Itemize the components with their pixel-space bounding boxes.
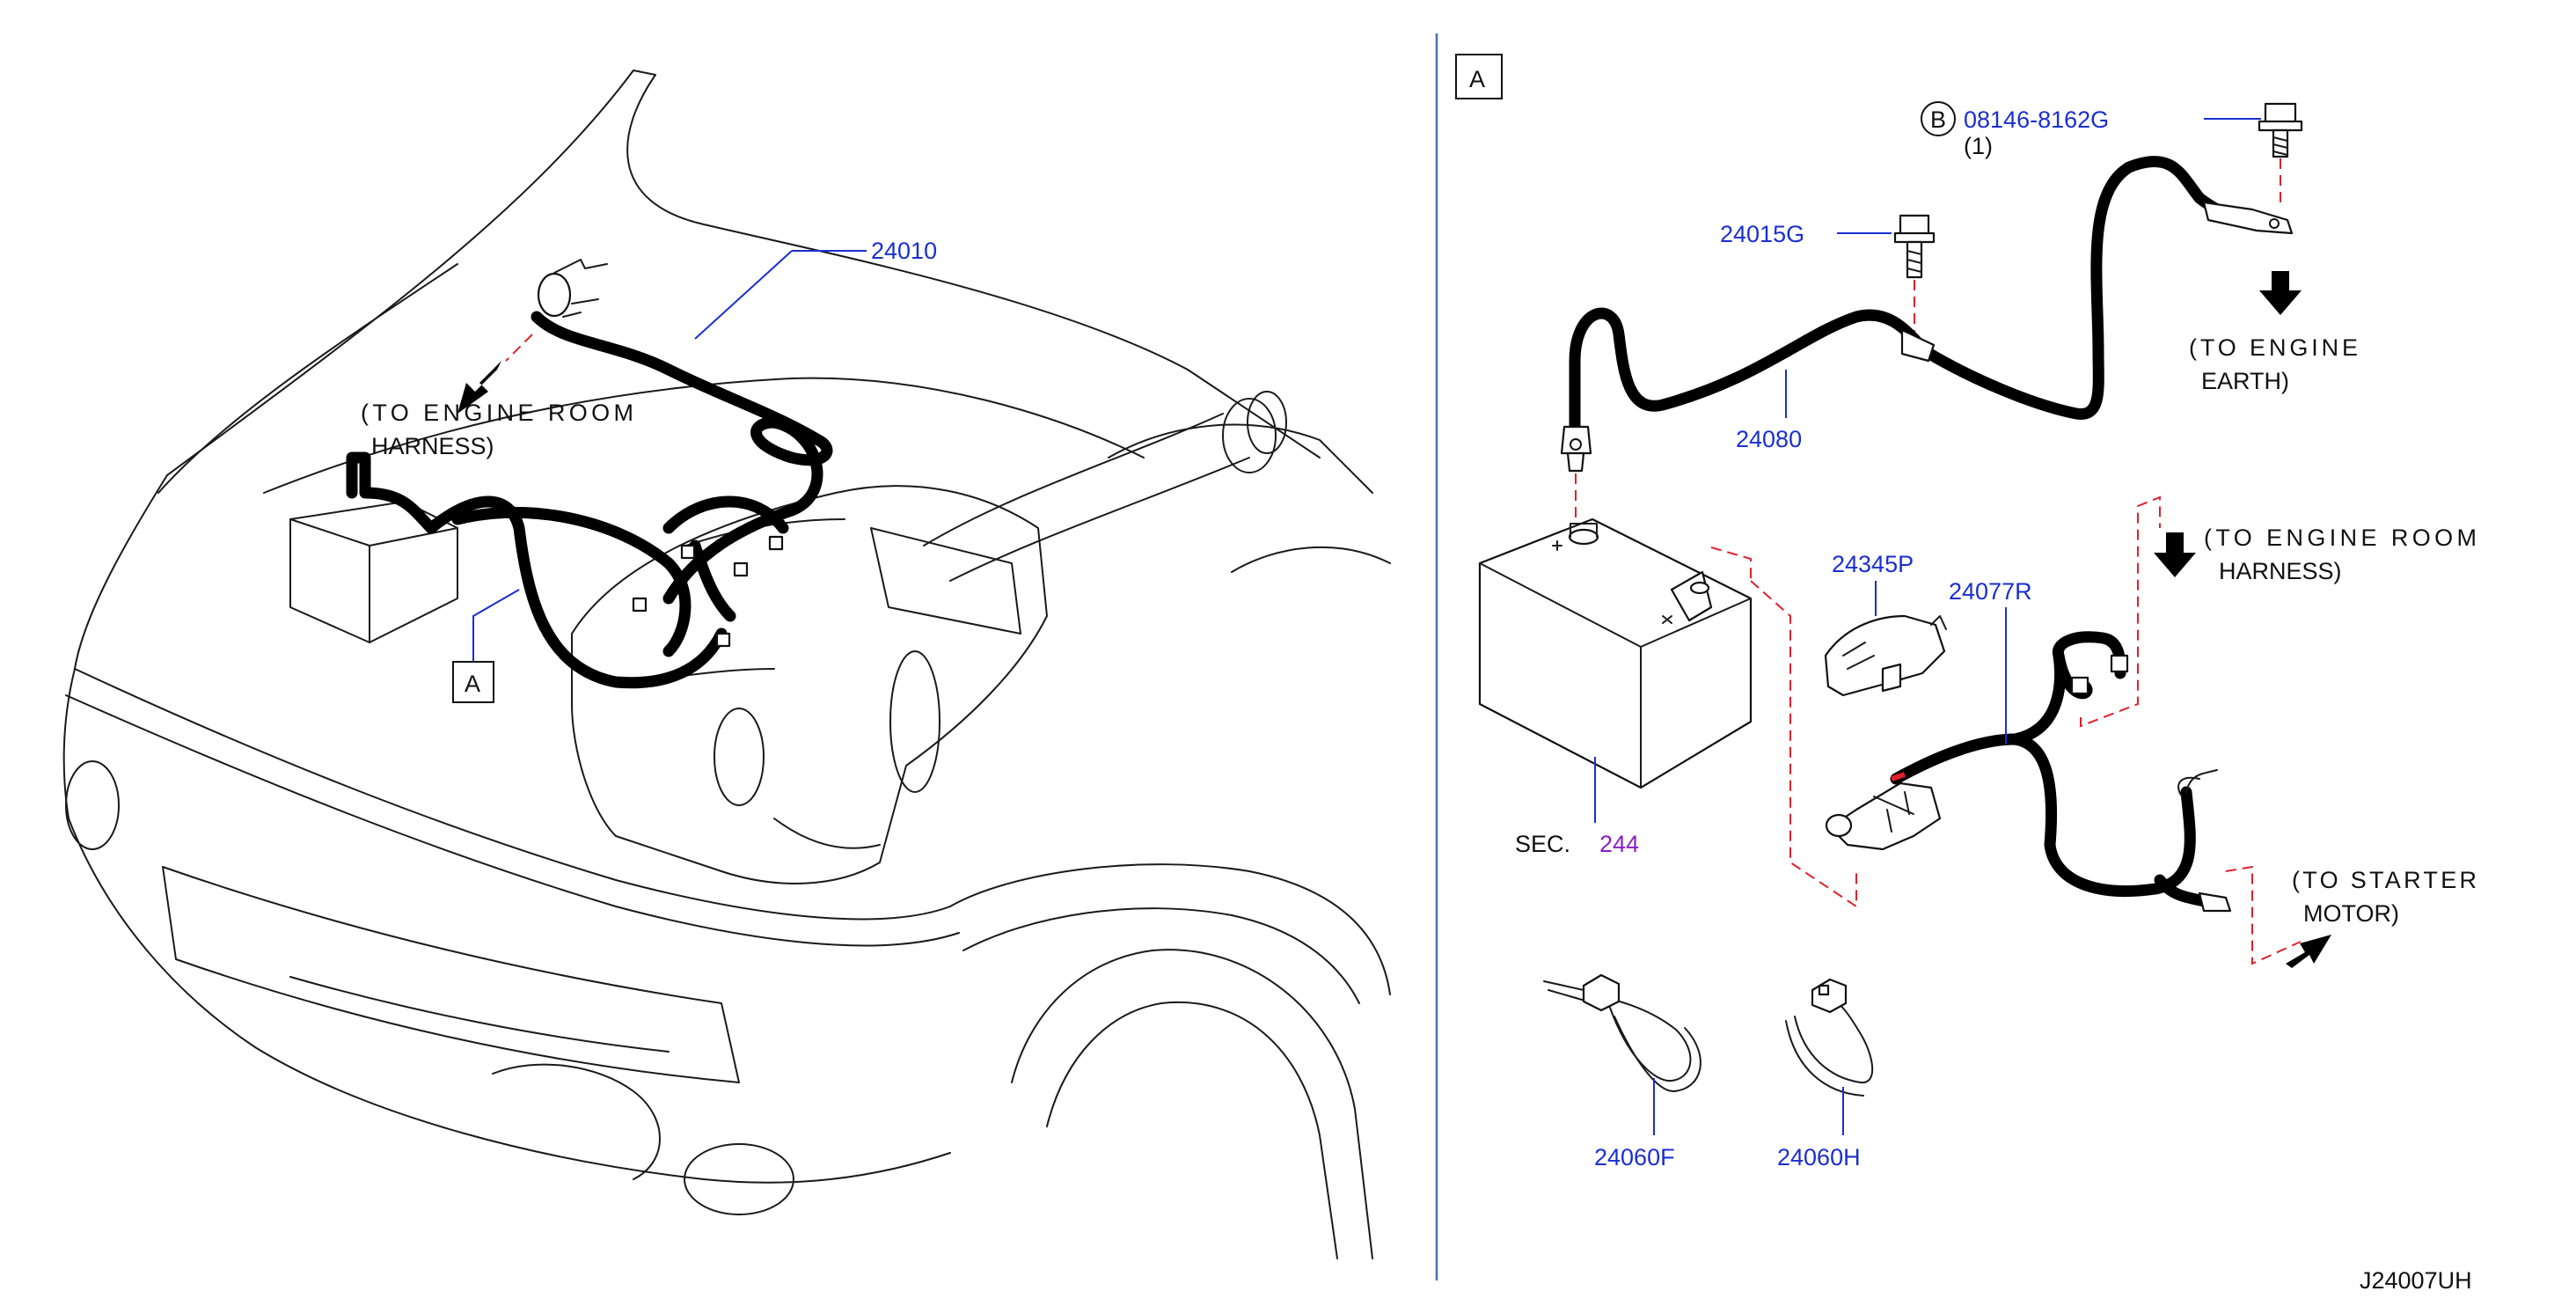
callout-box-a-label: A [465,671,480,697]
arrow-to-engine-room-right [2154,532,2196,577]
guide-to-engine-room [2080,495,2161,728]
cable-24077r [1825,631,2232,913]
cover-24345p [1824,614,1947,697]
note-engine-earth-line2: EARTH) [2201,368,2289,394]
part-label-24015g: 24015G [1720,221,1804,247]
bolt-24015g [1893,214,1936,339]
part-qty-08146-8162g: (1) [1964,133,1993,159]
bolt-08146-8162g [2258,102,2303,202]
arrow-to-engine-room-left [457,361,501,414]
clip-24060h [1785,978,1874,1097]
part-label-24077r: 24077R [1949,578,2032,605]
leader-24010 [694,250,867,340]
arrow-to-engine-earth [2259,271,2302,315]
note-starter-line1: (TO STARTER [2292,867,2477,893]
note-to-engine-room-line1: (TO ENGINE ROOM [361,400,633,426]
engine-harness-24010 [346,259,833,689]
note-engine-room-right-line2: HARNESS) [2219,558,2342,584]
bolt-symbol-b-label: B [1930,106,1946,133]
clip-24060f [1543,973,1701,1092]
note-to-engine-room-line2: HARNESS) [371,433,494,459]
part-label-08146-8162g: 08146-8162G [1964,106,2109,133]
part-label-24080: 24080 [1736,426,1802,452]
guide-battery-to-positive [1710,547,1857,908]
vehicle-illustration [62,70,1391,1259]
note-starter-line2: MOTOR) [2303,900,2399,927]
view-label-box [1455,54,1503,99]
callout-box-a [452,661,494,703]
guide-to-starter [2225,865,2302,965]
part-label-24010: 24010 [871,238,937,264]
part-label-24060h: 24060H [1777,1144,1861,1170]
section-number: 244 [1599,831,1639,857]
part-label-24345p: 24345P [1832,551,1914,577]
cable-24080 [1560,156,2294,524]
battery [1478,517,1753,789]
part-label-24060f: 24060F [1594,1144,1675,1170]
view-label: A [1469,66,1485,92]
leader-callout-a [472,589,520,664]
section-prefix: SEC. [1515,831,1570,857]
bolt-symbol-b [1921,101,1956,136]
note-engine-earth-line1: (TO ENGINE [2189,334,2358,361]
note-engine-room-right-line1: (TO ENGINE ROOM [2204,525,2477,551]
drawing-id: J24007UH [2360,1267,2472,1294]
arrow-to-starter-motor [2286,935,2331,968]
